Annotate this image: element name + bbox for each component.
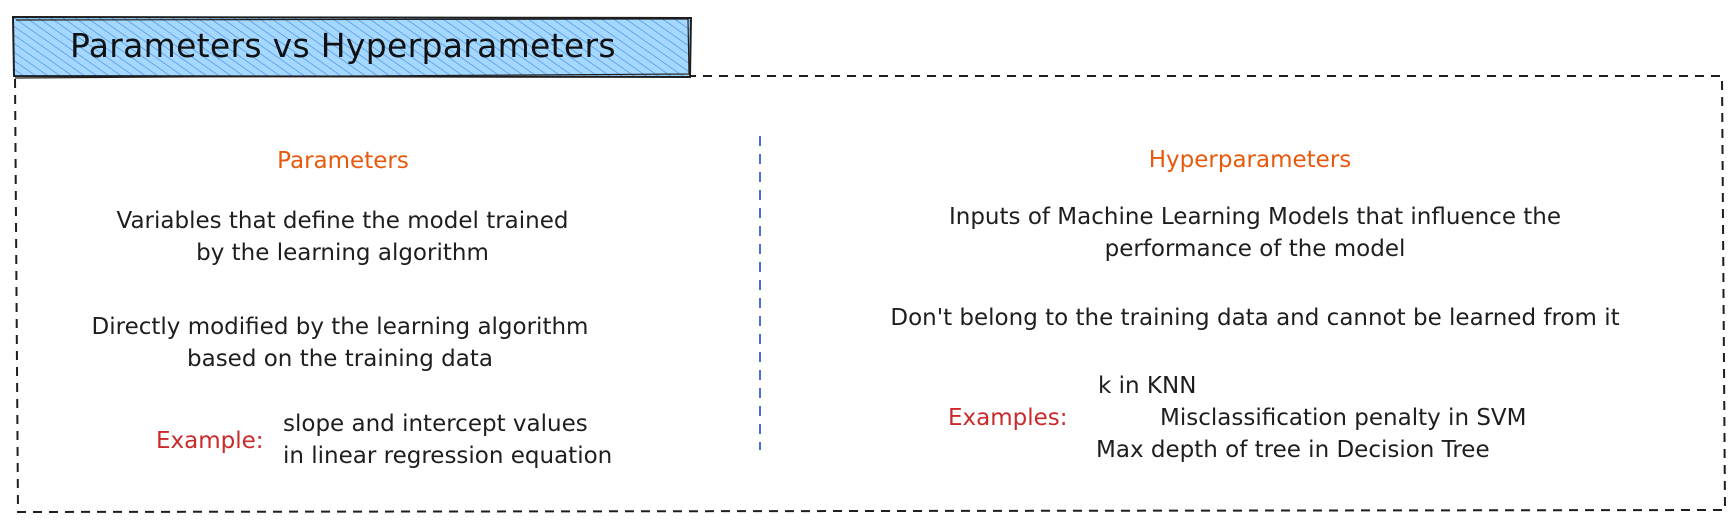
hyperparameters-example-3: Max depth of tree in Decision Tree <box>1096 437 1490 463</box>
parameters-property-line-2: based on the training data <box>187 346 493 372</box>
parameters-property: Directly modified by the learning algori… <box>30 311 650 375</box>
parameters-property-line-1: Directly modified by the learning algori… <box>91 314 589 340</box>
parameters-example: slope and intercept values in linear reg… <box>283 408 612 472</box>
title-box <box>11 15 693 79</box>
parameters-example-label: Example: <box>156 428 264 454</box>
hyperparameters-property: Don't belong to the training data and ca… <box>890 305 1620 331</box>
hyperparameters-definition: Inputs of Machine Learning Models that i… <box>800 201 1710 265</box>
parameters-definition: Variables that define the model trained … <box>40 205 645 269</box>
hyperparameters-definition-line-1: Inputs of Machine Learning Models that i… <box>948 204 1562 230</box>
parameters-definition-line-1: Variables that define the model trained <box>116 208 569 234</box>
parameters-example-line-2: in linear regression equation <box>283 443 613 469</box>
hyperparameters-example-2: Misclassification penalty in SVM <box>1160 405 1527 431</box>
content-frame <box>13 75 1727 514</box>
parameters-definition-line-2: by the learning algorithm <box>196 240 489 266</box>
hyperparameters-examples-label: Examples: <box>948 405 1068 431</box>
hyperparameters-example-1: k in KNN <box>1098 373 1197 399</box>
parameters-example-line-1: slope and intercept values <box>283 411 588 437</box>
hyperparameters-definition-line-2: performance of the model <box>1104 236 1406 262</box>
hyperparameters-heading: Hyperparameters <box>1148 147 1352 173</box>
diagram-title: Parameters vs Hyperparameters <box>70 26 616 65</box>
parameters-heading: Parameters <box>277 148 409 174</box>
